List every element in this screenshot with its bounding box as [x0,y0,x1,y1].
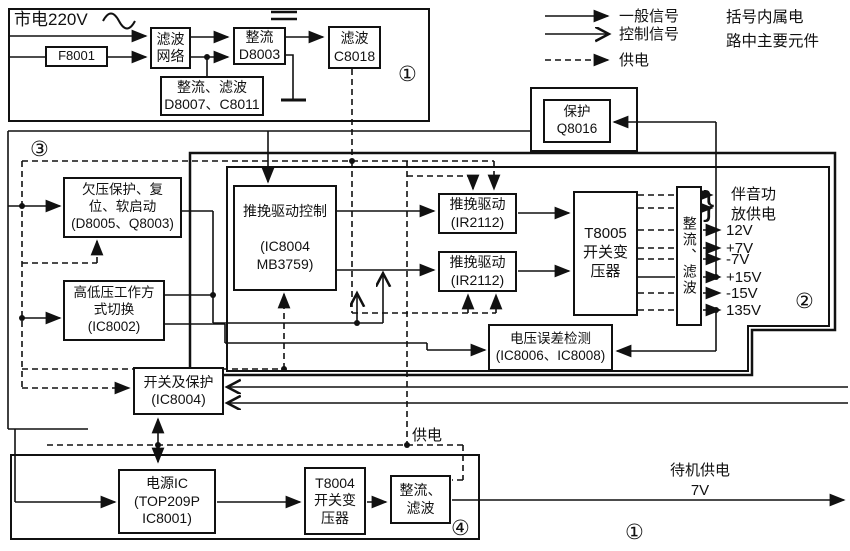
block-tuiwan-kongzhi: 推挽驱动控制 (IC8004 MB3759) [233,185,337,291]
block-t8005: T8005 开关变 压器 [573,191,638,316]
block-baohu-q8016: 保护 Q8016 [543,99,611,143]
dc-symbol-icon [271,10,297,21]
legend-label-general: 一般信号 [619,8,680,25]
block-dianya-wucha: 电压误差检测 (IC8006、IC8008) [488,324,613,371]
output-voltage-label: +15V [726,269,762,286]
block-f8001: F8001 [45,46,108,67]
block-tuiwan-qd2: 推挽驱动 (IR2112) [438,251,517,292]
block-kaiguan-baohu: 开关及保护 (IC8004) [133,367,224,415]
legend-label-power: 供电 [619,52,650,69]
output-voltage-label: 135V [726,302,762,319]
legend-note: 括号内属电 路中主要元件 [726,9,820,51]
block-tuiwan-qd1: 推挽驱动 (IR2112) [438,193,517,234]
block-zhengliu-d8003: 整流 D8003 [233,27,286,65]
section-circle-1-bottom: ① [625,521,644,544]
block-gaodiya-qiehuan: 高低压工作方 式切换 (IC8002) [63,280,165,341]
block-lvbo-c8018: 滤波 C8018 [328,26,381,69]
frame-mains-section [8,8,430,122]
frame-protect-enclosure [530,87,638,152]
output-voltage-label: 12V [726,222,753,239]
section-circle-4: ④ [451,517,470,540]
frame-standby-section [10,454,480,540]
ground-icon [281,54,306,102]
output-voltage-label: -15V [726,285,758,302]
section-circle-2: ② [795,290,814,313]
block-dianyuan-ic: 电源IC (TOP209P IC8001) [118,469,216,534]
standby-label: 待机供电 7V [669,462,730,499]
block-t8004: T8004 开关变 压器 [304,467,366,535]
section-circle-3: ③ [30,138,49,161]
ac-sine-icon [102,12,136,30]
audio-supply-label: 伴音功 放供电 [731,186,777,223]
block-qianya-baohu: 欠压保护、复 位、软启动 (D8005、Q8003) [63,177,182,238]
section-circle-1-top: ① [398,63,417,86]
output-voltage-label: +7V [726,240,754,257]
block-zhengliu-lvbo-b: 整流、 滤波 [390,475,451,524]
legend-label-control: 控制信号 [619,26,680,43]
output-voltage-label: -7V [726,251,750,268]
gongdian-label: 供电 [412,427,443,444]
mains-label: 市电220V [14,10,88,29]
block-zhengliu-lvbo-r: 整流、滤波 [676,186,702,326]
block-lvbo-wangluo: 滤波 网络 [150,27,191,69]
audio-supply-brace: } [703,185,715,223]
block-zhengliu-d8007: 整流、滤波 D8007、C8011 [160,76,264,116]
